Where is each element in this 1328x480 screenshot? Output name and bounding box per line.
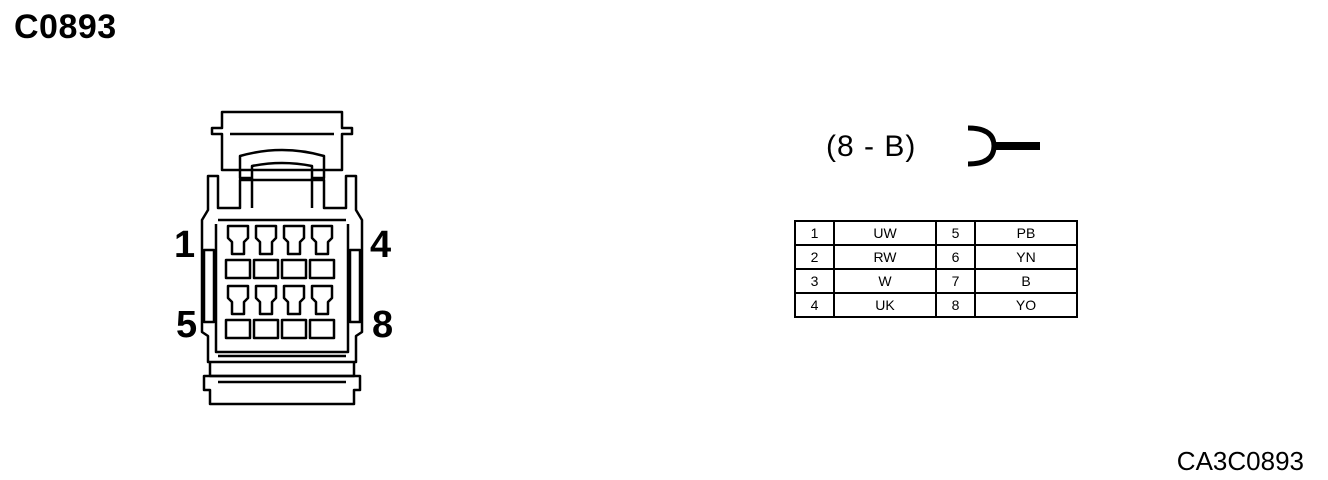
pin-number: 4 — [794, 292, 835, 318]
pin-label-1: 1 — [174, 224, 196, 266]
pin-number: 1 — [794, 220, 835, 246]
connector-code: (8 - B) — [826, 130, 917, 163]
wire-color: UW — [833, 220, 937, 246]
pin-number: 6 — [935, 244, 976, 270]
pin-label-8: 8 — [372, 304, 394, 346]
plug-symbol-icon — [967, 125, 1040, 167]
pin-number: 8 — [935, 292, 976, 318]
pin-number: 3 — [794, 268, 835, 294]
pin-number: 7 — [935, 268, 976, 294]
diagram-title: C0893 — [14, 8, 117, 46]
pin-number: 5 — [935, 220, 976, 246]
pin-label-4: 4 — [370, 224, 392, 266]
wire-color: W — [833, 268, 937, 294]
wire-color: RW — [833, 244, 937, 270]
wire-color: YO — [974, 292, 1078, 318]
wire-color: UK — [833, 292, 937, 318]
wire-color: YN — [974, 244, 1078, 270]
connector-face-icon — [200, 110, 364, 406]
wire-color: PB — [974, 220, 1078, 246]
pin-number: 2 — [794, 244, 835, 270]
image-reference-code: CA3C0893 — [1176, 446, 1304, 476]
wire-color: B — [974, 268, 1078, 294]
pin-label-5: 5 — [176, 304, 198, 346]
